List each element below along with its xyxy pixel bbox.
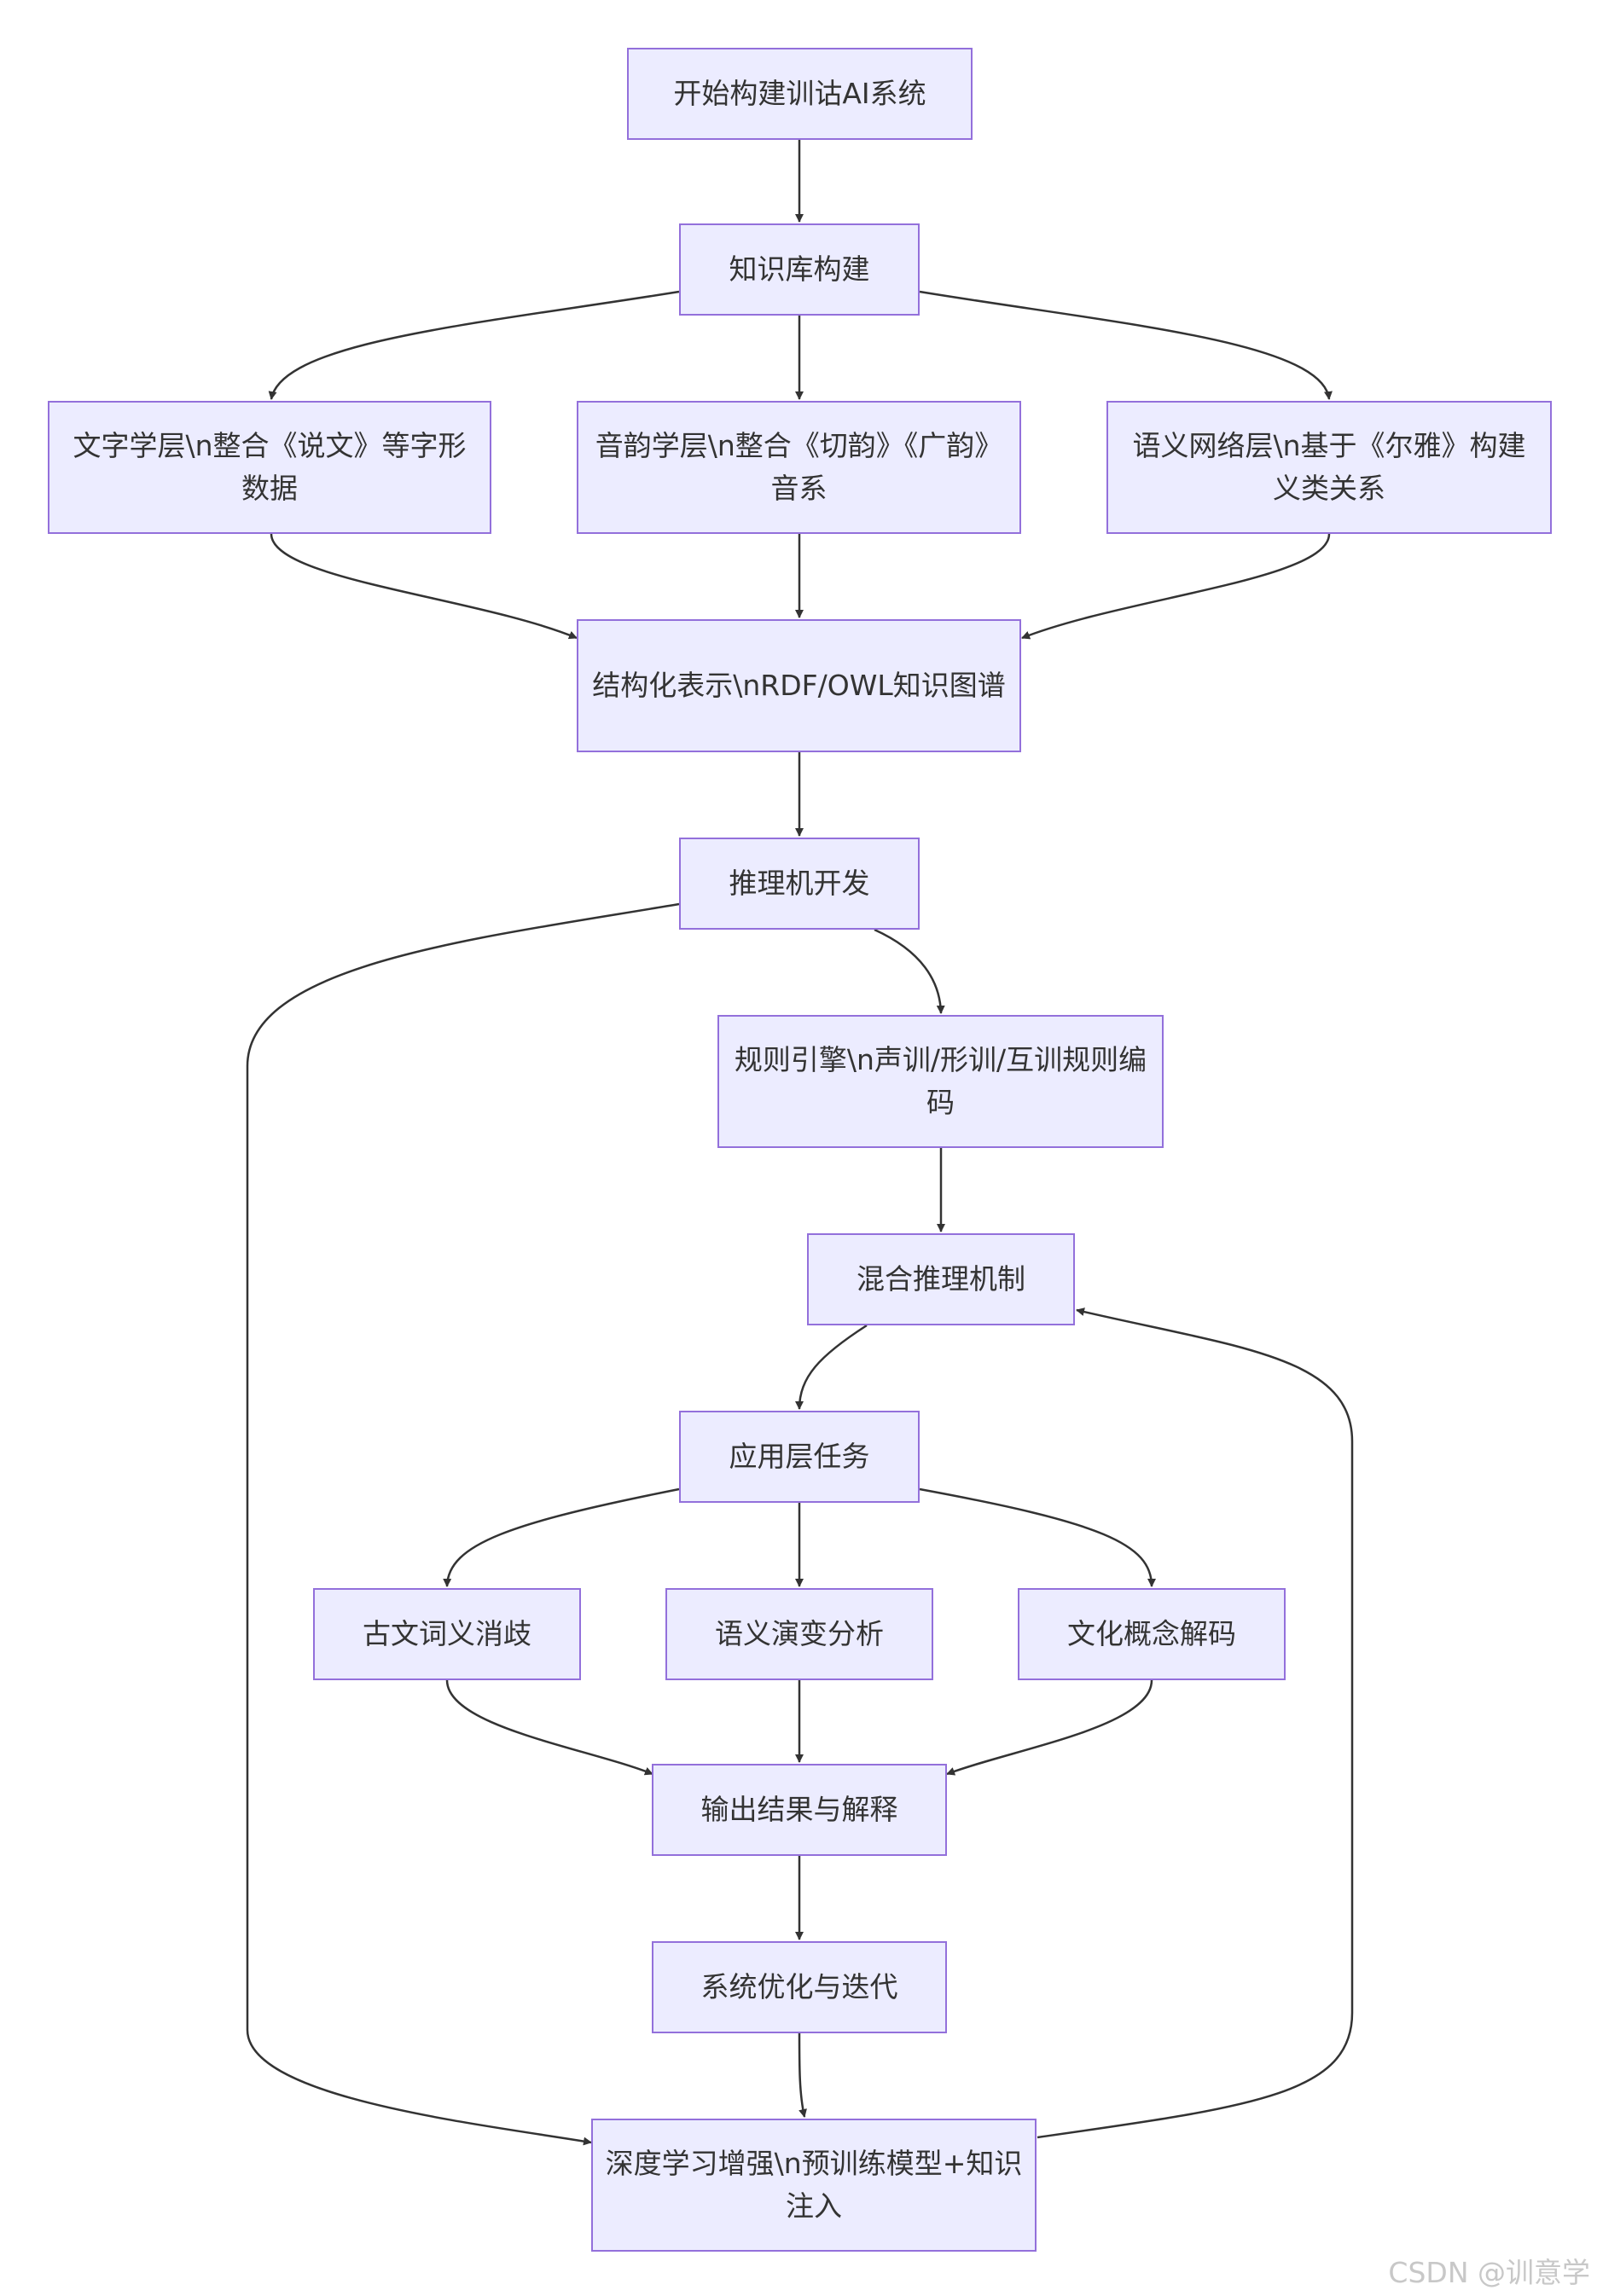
node-infer: 推理机开发 <box>679 838 920 930</box>
watermark: CSDN @训意学 <box>1388 2256 1590 2289</box>
node-optimize: 系统优化与迭代 <box>652 1941 947 2033</box>
edge-kb-sem <box>919 290 1333 400</box>
node-phon: 音韵学层\n整合《切韵》《广韵》音系 <box>577 401 1021 534</box>
edge-app-wsd <box>443 1487 680 1587</box>
node-sem: 语义网络层\n基于《尔雅》构建义类关系 <box>1106 401 1552 534</box>
node-culture: 文化概念解码 <box>1018 1588 1286 1680</box>
node-hybrid: 混合推理机制 <box>807 1233 1075 1325</box>
node-struct: 结构化表示\nRDF/OWL知识图谱 <box>577 619 1021 752</box>
node-wsd: 古文词义消歧 <box>313 1588 581 1680</box>
node-output: 输出结果与解释 <box>652 1764 947 1856</box>
node-dl: 深度学习增强\n预训练模型+知识注入 <box>591 2119 1037 2252</box>
edge-hybrid-app <box>795 1324 868 1410</box>
node-kb: 知识库构建 <box>679 223 920 316</box>
node-rule: 规则引擎\n声训/形训/互训规则编码 <box>717 1015 1164 1148</box>
node-app: 应用层任务 <box>679 1411 920 1503</box>
edge-infer-dl <box>246 902 680 2146</box>
edge-wsd-output <box>445 1679 653 1776</box>
edge-dl-hybrid <box>1037 1307 1354 2139</box>
node-script: 文字学层\n整合《说文》等字形数据 <box>48 401 491 534</box>
edge-kb-script <box>268 290 680 400</box>
node-start: 开始构建训诂AI系统 <box>627 48 973 140</box>
edge-sem-struct <box>1021 533 1331 640</box>
edge-script-struct <box>270 533 578 640</box>
edge-culture-output <box>946 1679 1153 1776</box>
edge-optimize-dl <box>798 2032 807 2118</box>
edge-infer-rule <box>874 928 945 1014</box>
node-evo: 语义演变分析 <box>665 1588 933 1680</box>
edge-app-culture <box>919 1487 1156 1587</box>
